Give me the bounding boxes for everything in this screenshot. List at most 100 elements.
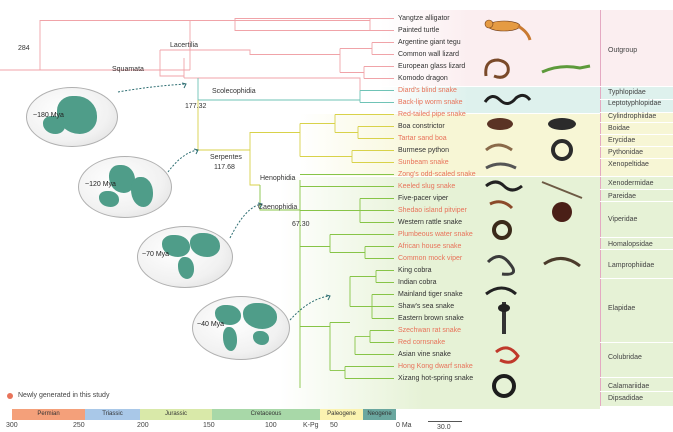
henophidia-label: Henophidia [260,175,296,182]
species-label: Diard's blind snake [398,87,457,94]
henophidia-illustrations [485,118,576,170]
family-label: Calamariidae [608,383,650,390]
family-label: Viperidae [608,216,638,223]
species-label: Hong Kong dwarf snake [398,363,473,370]
globe-arrow [117,83,187,93]
species-label: Boa constrictor [398,123,445,130]
tree-branch [198,132,300,151]
species-label: Xizang hot-spring snake [398,375,474,382]
family-label: Colubridae [608,354,642,361]
time-tick-label: 150 [203,422,215,429]
family-label: Homalopsidae [608,241,653,248]
species-label: Common wall lizard [398,51,460,58]
globe-age-label: ~70 Mya [142,251,170,258]
glass-lizard-illustration [484,58,510,79]
tree-branch [259,185,300,211]
family-band [600,135,673,146]
species-label: Common mock viper [398,255,463,262]
family-band [600,123,673,134]
caenophidia-label: Caenophidia [258,204,298,211]
scale-bar [428,421,462,422]
species-label: European glass lizard [398,63,466,70]
species-label: Shaw's sea snake [398,303,455,310]
time-tick-label: 50 [330,422,338,429]
scale-bar-label: 30.0 [437,424,451,431]
species-label: Tartar sand boa [398,135,447,142]
family-band [600,10,673,86]
paleomap-globe-180: ~180 Mya [26,87,118,147]
root-age-label: 284 [18,45,30,52]
tree-branch [159,50,184,77]
era-segment: Paleogene [320,409,363,420]
tree-branch [160,49,340,55]
species-label: Zong's odd-scaled snake [398,171,476,178]
family-band [600,202,673,237]
species-label: King cobra [398,267,432,274]
caenophidia-illustrations-1 [485,180,583,240]
caenophidia-illustrations-2 [485,255,581,398]
time-tick-label: 0 Ma [396,422,412,429]
squamata-label: Squamata [112,66,144,73]
family-label: Boidae [608,125,630,132]
family-band [600,250,673,278]
species-label: Keeled slug snake [398,183,456,190]
family-label: Elapidae [608,305,636,312]
family-label: Outgroup [608,47,638,54]
species-label: Western rattle snake [398,219,463,226]
species-label: Komodo dragon [398,75,448,82]
wall-lizard-illustration [541,64,591,74]
tree-branch [249,150,260,186]
time-tick-label: 200 [137,422,149,429]
caenophidia-age-label: 67.30 [292,221,310,228]
time-tick-label: 100 [265,422,277,429]
family-band [600,190,673,201]
new-species-legend-dot [7,393,13,399]
species-label: Indian cobra [398,279,437,286]
globe-age-label: ~120 Mya [85,181,116,188]
family-label: Dipsadidae [608,395,644,402]
globe-arrow-head [257,202,263,209]
family-band [600,159,673,176]
species-label: Sunbeam snake [398,159,449,166]
family-label: Erycidae [608,137,636,144]
globe-arrow-head [325,294,331,301]
family-label: Xenodermidae [608,180,654,187]
gecko-illustration [484,19,532,41]
family-band [600,147,673,158]
family-label: Leptotyphlopidae [608,100,662,107]
family-label: Pythonidae [608,149,644,156]
serpentes-label: Serpentes [210,154,242,161]
family-band [600,392,673,406]
family-band [600,378,673,391]
era-segment: Neogene [363,409,396,420]
family-label: Xenopeltidae [608,161,649,168]
tree-branch [39,20,190,70]
species-label: Szechwan rat snake [398,327,462,334]
serpentes-age-label: 177.32 [185,103,207,110]
family-band [600,113,673,122]
species-label: Red-tailed pipe snake [398,111,466,118]
scolecophidia-shading [380,87,600,113]
time-tick-label: 300 [6,422,18,429]
blind-snake-illustration [483,93,532,105]
species-label: Red cornsnake [398,339,446,346]
globe-arrow [167,149,199,173]
species-label: Asian vine snake [398,351,451,358]
tree-branch [190,20,370,31]
species-label: Argentine giant tegu [398,39,461,46]
globe-arrow [229,203,263,239]
species-label: Mainland tiger snake [398,291,463,298]
family-band [600,87,673,99]
globe-arrow [289,295,331,321]
species-label: Plumbeous water snake [398,231,473,238]
era-segment: Permian [12,409,85,420]
time-tick-label: 250 [73,422,85,429]
era-segment: Triassic [85,409,140,420]
paleomap-globe-120: ~120 Mya [78,156,172,218]
paleomap-globe-40: ~40 Mya [192,296,290,360]
lacertilia-label: Lacertilia [170,42,199,49]
family-band [600,238,673,249]
globe-age-label: ~40 Mya [197,321,225,328]
